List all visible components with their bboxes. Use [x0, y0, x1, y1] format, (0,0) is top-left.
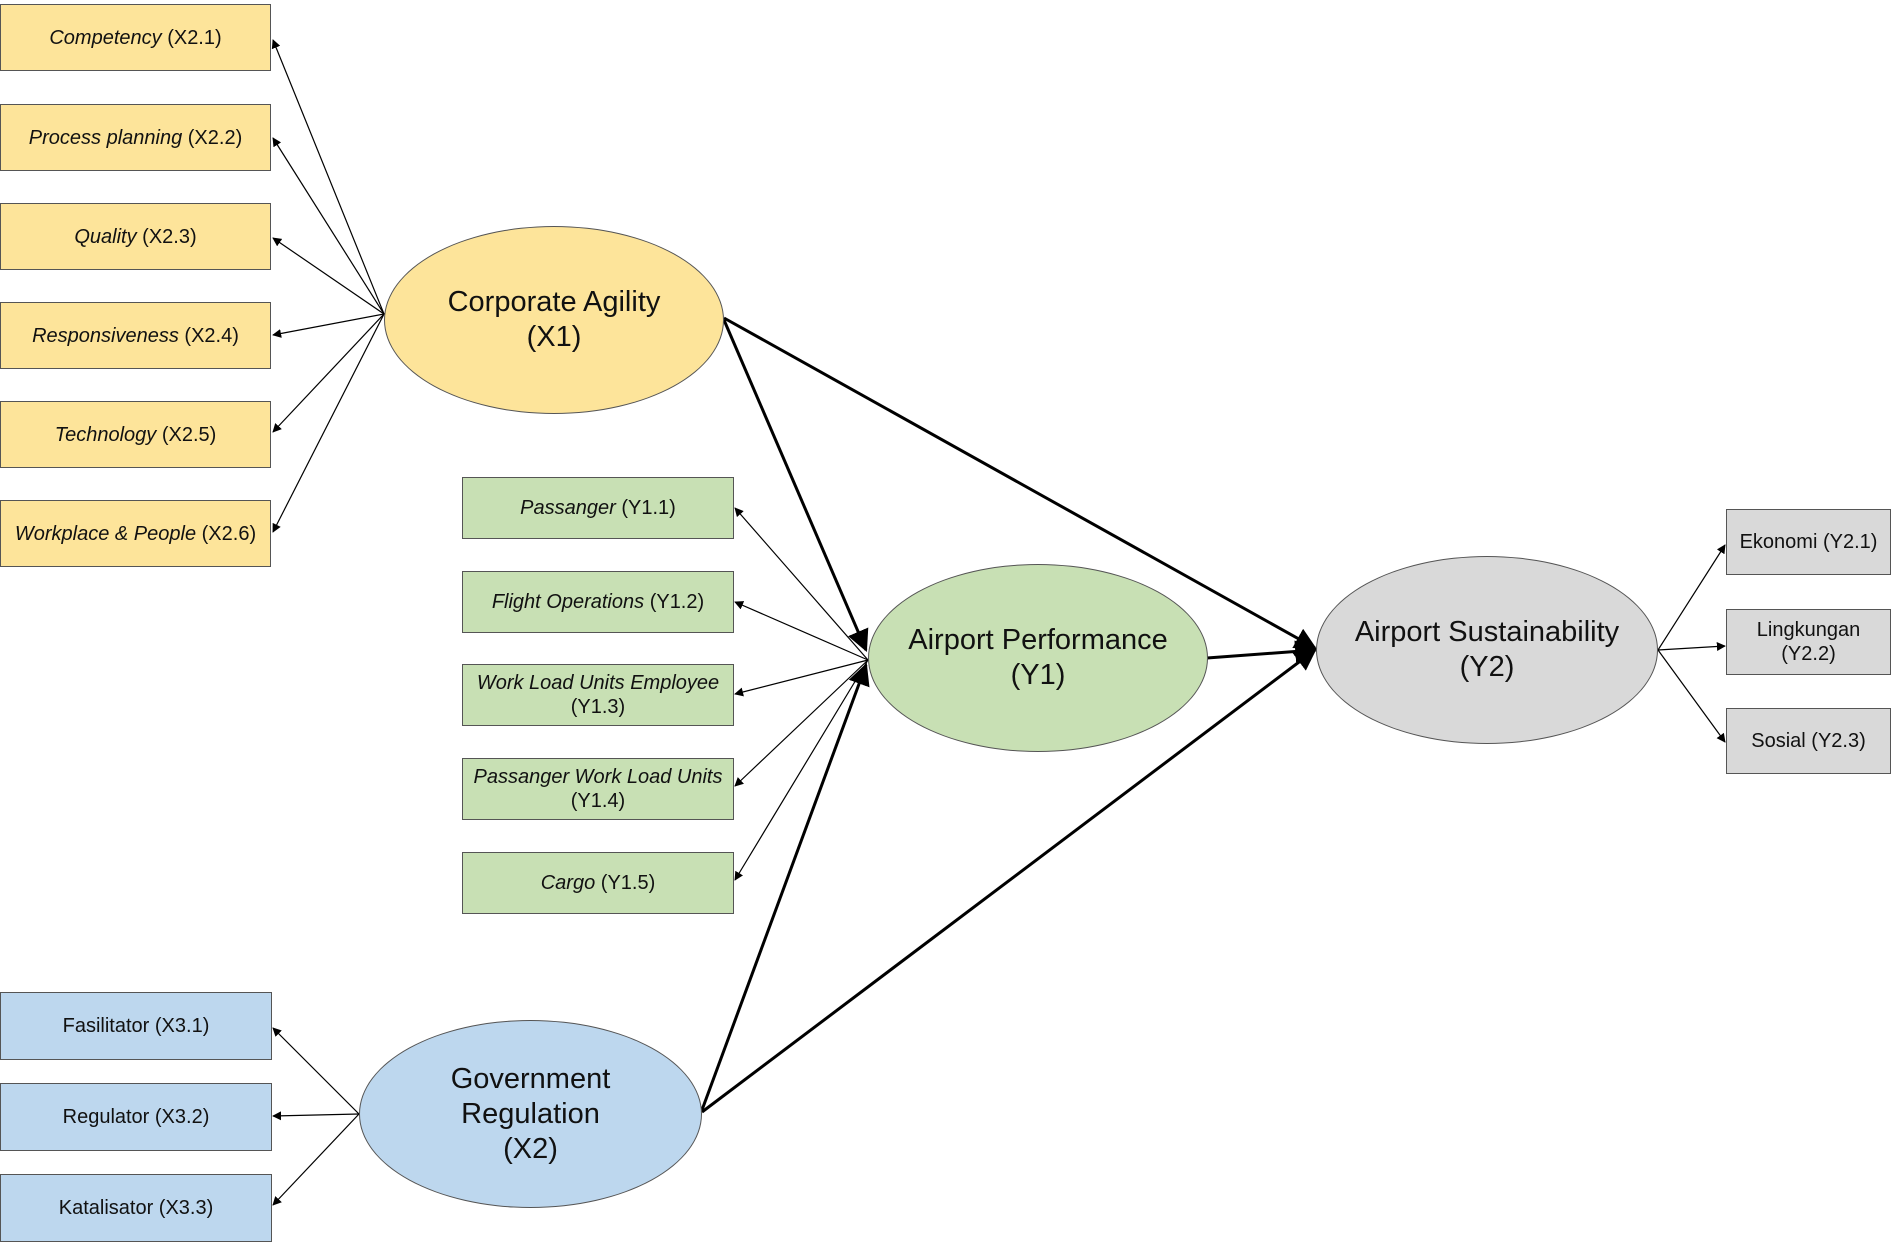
construct-government-regulation: Government Regulation (X2)	[359, 1020, 702, 1208]
indicator-code: (X2.5)	[161, 423, 217, 446]
path-x2-y2	[701, 648, 1317, 1114]
indicator-code: (Y1.1)	[621, 497, 676, 519]
edge-x1-x2-4	[272, 313, 385, 338]
indicator-name: Technology	[54, 423, 157, 446]
indicator-label: Katalisator (X3.3)	[58, 1197, 214, 1219]
indicator-cargo: Cargo (Y1.5)	[462, 852, 734, 914]
indicator-flight-operations: Flight Operations (Y1.2)	[462, 571, 734, 633]
indicator-fasilitator: Fasilitator (X3.1)	[0, 992, 272, 1060]
edge-x1-x2-6	[272, 313, 385, 533]
construct-name-line1: Government	[450, 1062, 611, 1095]
indicator-label: Fasilitator (X3.1)	[62, 1015, 210, 1037]
indicator-code: (Y2.2)	[1781, 643, 1836, 665]
path-x1-y1	[722, 319, 869, 653]
indicator-name: Work Load Units Employee	[476, 672, 720, 694]
construct-code: (Y2)	[1459, 651, 1515, 683]
indicator-label: Regulator (X3.2)	[62, 1106, 210, 1128]
indicator-passanger-work-load-units: Passanger Work Load Units(Y1.4)	[462, 758, 734, 820]
indicator-competency: Competency (X2.1)	[0, 4, 271, 71]
construct-airport-performance: Airport Performance (Y1)	[868, 564, 1208, 752]
indicator-code: (X2.6)	[201, 522, 257, 545]
edge-y1-y1-5	[734, 659, 869, 881]
indicator-name: Responsiveness	[32, 324, 179, 347]
indicator-passanger: Passanger (Y1.1)	[462, 477, 734, 539]
construct-airport-sustainability: Airport Sustainability (Y2)	[1316, 556, 1658, 744]
indicator-work-load-units-employee: Work Load Units Employee(Y1.3)	[462, 664, 734, 726]
construct-corporate-agility: Corporate Agility (X1)	[384, 226, 724, 414]
indicator-name: Passanger Work Load Units	[473, 766, 723, 788]
indicator-code: (Y1.2)	[649, 591, 705, 613]
edge-x2-x3-3	[272, 1113, 360, 1206]
path-x2-y1	[700, 662, 870, 1111]
indicator-name: Passanger	[520, 497, 616, 519]
edge-y1-y1-1	[734, 507, 869, 661]
construct-code: (Y1)	[1010, 659, 1066, 691]
edge-y2-y2-3	[1657, 649, 1726, 743]
path-y1-y2	[1206, 640, 1318, 663]
indicator-name: Process planning	[28, 126, 183, 149]
edge-x1-x2-1	[271, 39, 385, 315]
edge-x1-x2-2	[272, 137, 385, 315]
indicator-name: Flight Operations	[491, 591, 645, 613]
edge-y2-y2-1	[1657, 544, 1726, 651]
indicator-code: (X2.3)	[142, 225, 197, 248]
edge-x2-x3-1	[272, 1027, 360, 1115]
indicator-name: Workplace & People	[14, 522, 197, 545]
indicator-code: (X2.2)	[187, 126, 243, 149]
indicator-process-planning: Process planning (X2.2)	[0, 104, 271, 171]
indicator-code: (X2.1)	[167, 26, 222, 49]
construct-code: (X1)	[526, 321, 582, 353]
indicator-name: Cargo	[540, 872, 596, 894]
indicator-name: Quality	[74, 225, 137, 248]
indicator-code: (Y1.5)	[600, 872, 656, 894]
indicator-label: Ekonomi (Y2.1)	[1739, 531, 1878, 553]
indicator-code: (X2.4)	[184, 324, 239, 347]
construct-code: (X2)	[503, 1132, 558, 1165]
construct-name: Airport Sustainability	[1354, 616, 1620, 648]
indicator-code: (Y1.3)	[570, 696, 626, 718]
edge-y1-y1-4	[734, 659, 869, 787]
indicator-ekonomi: Ekonomi (Y2.1)	[1726, 509, 1891, 575]
indicator-responsiveness: Responsiveness (X2.4)	[0, 302, 271, 369]
indicator-quality: Quality (X2.3)	[0, 203, 271, 270]
edge-x2-x3-2	[272, 1111, 360, 1121]
indicator-code: (Y1.4)	[570, 790, 626, 812]
indicator-regulator: Regulator (X3.2)	[0, 1083, 272, 1151]
indicator-technology: Technology (X2.5)	[0, 401, 271, 468]
construct-name-line2: Regulation	[461, 1097, 600, 1130]
edge-x1-x2-5	[272, 313, 385, 433]
construct-name: Corporate Agility	[447, 286, 661, 318]
indicator-label: Sosial (Y2.3)	[1751, 730, 1866, 752]
edge-y1-y1-3	[734, 659, 869, 697]
path-x1-y2	[723, 316, 1317, 650]
indicator-name: Lingkungan	[1756, 619, 1861, 641]
indicator-lingkungan: Lingkungan(Y2.2)	[1726, 609, 1891, 675]
edge-y1-y1-2	[734, 601, 869, 661]
edge-y2-y2-2	[1657, 641, 1726, 651]
indicator-name: Competency	[49, 26, 162, 49]
indicator-katalisator: Katalisator (X3.3)	[0, 1174, 272, 1242]
edge-x1-x2-3	[272, 237, 385, 315]
construct-name: Airport Performance	[908, 624, 1168, 656]
indicator-sosial: Sosial (Y2.3)	[1726, 708, 1891, 774]
indicator-workplace-people: Workplace & People (X2.6)	[0, 500, 271, 567]
